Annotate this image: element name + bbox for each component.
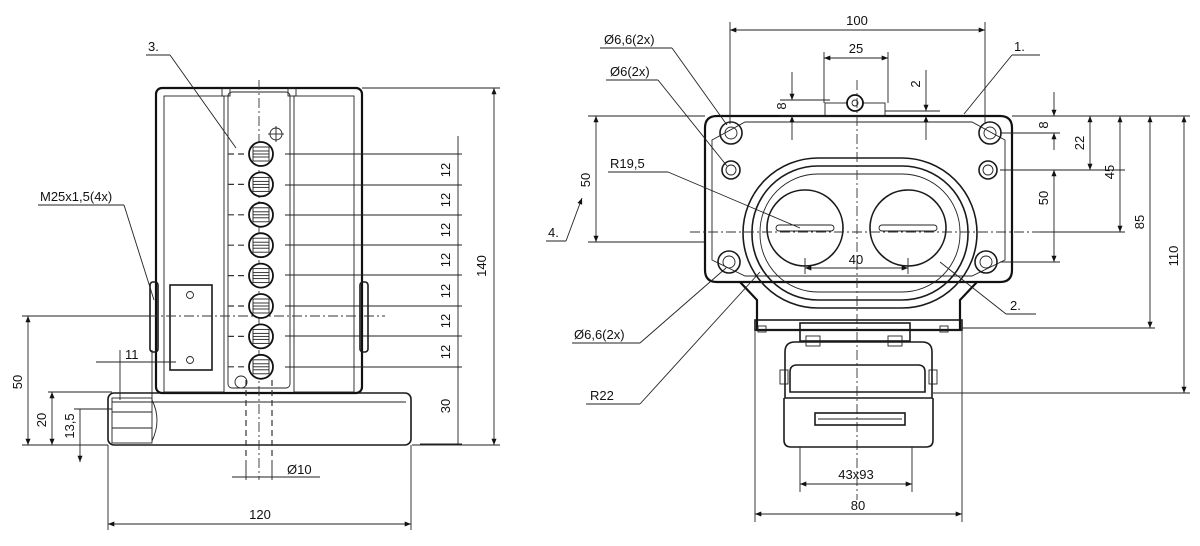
- dim-12-b: 12: [438, 193, 453, 207]
- dim-12-e: 12: [438, 284, 453, 298]
- lever-handle: [789, 364, 926, 393]
- dim-85: 85: [1132, 215, 1147, 229]
- dim-50-left: 50: [578, 173, 593, 187]
- side-cover: [169, 284, 213, 371]
- insert-frame: [783, 398, 934, 448]
- lever-block: [799, 322, 911, 342]
- base-strip: [754, 319, 963, 331]
- dim-8-top: 8: [774, 102, 789, 109]
- dim-22: 22: [1072, 136, 1087, 150]
- dim-140: 140: [474, 255, 489, 277]
- dim-50-side: 50: [10, 375, 25, 389]
- front-view: 100 25 8 2 8 50 22: [546, 13, 1190, 522]
- cable-gland-right: [359, 281, 369, 353]
- radius-r22: R22: [590, 388, 614, 403]
- hole-bottom-right: [974, 250, 998, 274]
- dim-30: 30: [438, 399, 453, 413]
- flange-outline: [703, 114, 1014, 284]
- contact-pin: [228, 201, 274, 228]
- radius-r19-5: R19,5: [610, 156, 645, 171]
- contact-pin: [228, 171, 274, 198]
- dim-8-right: 8: [1036, 121, 1051, 128]
- dim-40: 40: [849, 252, 863, 267]
- hole-callout-bottom: Ø6,6(2x): [574, 327, 625, 342]
- top-screw: [846, 94, 864, 112]
- callout-3: 3.: [148, 39, 159, 54]
- callout-2: 2.: [1010, 298, 1021, 313]
- dim-11: 11: [125, 347, 139, 362]
- dim-12-d: 12: [438, 253, 453, 267]
- dim-2: 2: [908, 80, 923, 87]
- dim-43x93: 43x93: [838, 467, 873, 482]
- callout-1: 1.: [1014, 39, 1025, 54]
- contact-pin: [228, 293, 274, 319]
- port-right: [869, 189, 947, 267]
- opening-outer: [742, 157, 978, 309]
- contact-pin: [228, 353, 274, 380]
- contact-pin: [228, 232, 274, 259]
- dim-120: 120: [249, 507, 271, 522]
- contact-pin: [228, 141, 274, 167]
- thread-callout: M25x1,5(4x): [40, 189, 112, 204]
- dim-110: 110: [1166, 246, 1181, 267]
- dim-12-g: 12: [438, 345, 453, 359]
- dim-12-f: 12: [438, 314, 453, 328]
- dim-12-a: 12: [438, 163, 453, 177]
- dim-12-c: 12: [438, 223, 453, 237]
- dim-13-5: 13,5: [62, 413, 77, 438]
- thread-hole: [111, 397, 153, 444]
- dim-20: 20: [34, 413, 49, 427]
- dim-25: 25: [849, 41, 863, 56]
- opening-mid: [751, 165, 969, 301]
- contact-pin: [228, 323, 274, 350]
- hole-top-right: [978, 121, 1002, 145]
- housing-panel-left: [163, 95, 225, 393]
- hole-callout-d6: Ø6(2x): [610, 64, 650, 79]
- hole-mid-left: [721, 160, 741, 180]
- port-left: [766, 189, 844, 267]
- cable-gland-left: [149, 281, 159, 353]
- hole-top-left: [719, 121, 743, 145]
- housing-panel-right: [293, 95, 355, 393]
- hole-mid-right: [978, 160, 998, 180]
- dim-100: 100: [846, 13, 868, 28]
- hole-callout-top: Ø6,6(2x): [604, 32, 655, 47]
- insert-slot: [814, 412, 906, 426]
- side-view: 12 12 12 12 12 12 12 30 140 50 20 13,5 1…: [10, 39, 500, 530]
- lever-frame: [784, 341, 933, 399]
- dim-80: 80: [851, 498, 865, 513]
- dim-45: 45: [1102, 165, 1117, 179]
- pitch-dimensions: 12 12 12 12 12 12 12 30: [285, 136, 462, 445]
- contact-pins: [228, 141, 274, 380]
- hole-bottom-left: [717, 250, 741, 274]
- contact-pin: [228, 262, 274, 289]
- dim-d10: Ø10: [287, 462, 312, 477]
- callout-4: 4.: [548, 225, 559, 240]
- dim-50-right: 50: [1036, 191, 1051, 205]
